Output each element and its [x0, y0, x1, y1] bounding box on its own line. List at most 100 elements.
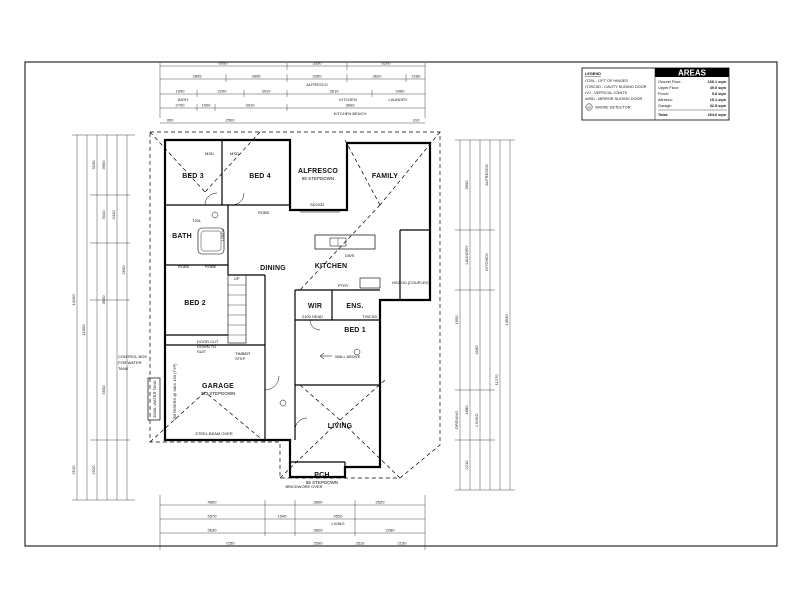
note-steel-beam: STEEL BEAM OVER [195, 431, 233, 436]
area-row-value-3: 15.1 sqm [710, 98, 727, 102]
smoke-detector-symbol: SD [587, 105, 592, 109]
room-dining: DINING [260, 265, 286, 272]
note-control-box-3: TANK [118, 366, 129, 371]
legend-item-1: •T29CSD - CAVITY SLIDING DOOR [585, 85, 647, 89]
dim-left-3950: 3950 [101, 160, 106, 170]
area-row-value-4: 32.5 sqm [710, 104, 727, 108]
dim-top-3910: 3910 [262, 89, 272, 94]
room-wir: WIR [308, 303, 322, 310]
room-kitchen: KITCHEN [315, 263, 348, 270]
area-row-label-0: Ground Floor: [658, 80, 681, 84]
roof-hip-lines [149, 131, 441, 479]
dim-bottom-4520: 4520 [334, 514, 344, 519]
dim-bottom-2510: 2510 [356, 541, 366, 546]
room-family: FAMILY [372, 173, 398, 180]
room-alfresco-note: 85 STEPDOWN [302, 176, 334, 181]
area-row-label-2: Porch: [658, 92, 669, 96]
dim-top-3350b: 3350 [313, 74, 323, 79]
left-dimensions: 14190 11950 3190 3010 2410 3950 2630 360… [71, 134, 135, 501]
dim-top-3910b: 3910 [246, 103, 256, 108]
right-dimensions: 14530 11270 4180 3600 1950 1880 2210 ALF… [454, 139, 515, 491]
dim-left-3010: 3010 [101, 210, 106, 220]
area-row-value-1: 49.5 sqm [710, 86, 727, 90]
smoke-detector-icon [585, 103, 593, 111]
room-garage-note: 343 STEPDOWN [201, 391, 236, 396]
areas-legend-box: AREAS Ground Floor: 166.1 sqm Upper Floo… [581, 67, 730, 121]
note-door-cut-2: DOWN TO [197, 344, 216, 349]
dim-top-3620: 3620 [373, 74, 383, 79]
dim-top-2895a: 2895 [193, 74, 203, 79]
legend-item-3: •MSD - MIRROR SLIDING DOOR [585, 97, 642, 101]
room-pch-note: 85 STEPDOWN [306, 480, 338, 485]
dim-top-950: 950 [167, 118, 174, 123]
legend-item-0: •T20L - LIFT OF HINGES [585, 79, 628, 83]
dim-top-6100: 6100 [382, 61, 392, 66]
note-steps: 356 RISERS @ MAX 150 (TYP) [172, 363, 177, 421]
room-bed2: BED 2 [184, 300, 206, 307]
note-2100-head: 2100 HEAD [302, 314, 323, 319]
dim-left-2920: 2920 [91, 465, 96, 475]
note-sd2032: SD2032 [310, 202, 325, 207]
bath-tub [197, 227, 225, 255]
room-living: LIVING [328, 423, 353, 430]
dim-top-2700: 2700 [176, 103, 186, 108]
areas-title: AREAS [678, 69, 707, 78]
dim-right-label-laundry: LAUNDRY [464, 245, 469, 264]
area-row-label-5: Total: [658, 113, 668, 117]
note-pantry: PTRY [338, 283, 349, 288]
legend-smoke-detector: SMOKE DETECTOR [595, 106, 631, 110]
stairs [227, 274, 247, 344]
dim-right-11270: 11270 [494, 374, 499, 386]
note-control-box-2: FOR WATER [118, 360, 142, 365]
dim-right-14530: 14530 [504, 314, 509, 326]
note-msd-bed3: MSD [205, 151, 214, 156]
dim-right-2210: 2210 [464, 460, 469, 470]
dim-top-label-laundry: LAUNDRY [388, 97, 407, 102]
note-door-cut-1: DOOR CUT [197, 339, 219, 344]
room-pch: PCH [314, 472, 329, 479]
dim-left-2510: 2510 [71, 465, 76, 475]
dim-bottom-2520: 2520 [376, 500, 386, 505]
area-row-value-5: 264.6 sqm [708, 113, 727, 117]
dim-bottom-3600: 3600 [314, 500, 324, 505]
dim-top-3350: 3350 [313, 61, 323, 66]
area-row-label-1: Upper Floor: [658, 86, 679, 90]
note-timber-step-2: STEP [235, 356, 246, 361]
dim-top-label-kitchen: KITCHEN [339, 97, 357, 102]
note-robe-bath: ROBE [178, 264, 190, 269]
room-ens: ENS. [346, 303, 363, 310]
dim-right-label-kitchen: KITCHEN [484, 253, 489, 271]
note-t29csd: T29CSD [362, 314, 377, 319]
note-hs2010: HS2010 (COUPLED) [392, 280, 430, 285]
dim-right-label-opening: OPENING [454, 411, 459, 429]
internal-walls [165, 140, 430, 477]
dim-bottom-7250: 7250 [226, 541, 236, 546]
area-row-label-4: Garage: [658, 104, 672, 108]
dim-bottom-4800: 4800 [208, 500, 218, 505]
note-t20l: T20L [192, 218, 202, 223]
area-row-label-3: Alfresco: [658, 98, 673, 102]
dim-right-1880: 1880 [464, 405, 469, 415]
dim-left-11950: 11950 [81, 324, 86, 336]
dim-bottom-1540: 1540 [278, 514, 288, 519]
arrow-left-icon [319, 352, 332, 360]
sheet-border [24, 61, 778, 547]
note-linen: LINEN [220, 229, 225, 241]
dim-right-label-alfresco: ALFRESCO [484, 164, 489, 186]
dim-top-3690: 3690 [346, 103, 356, 108]
dim-bottom-5570: 5570 [208, 514, 218, 519]
dim-left-3600: 3600 [101, 295, 106, 305]
note-up: UP [234, 276, 240, 281]
room-bath: BATH [172, 233, 192, 240]
note-robe-bed4: ROBE [258, 210, 270, 215]
smoke-detectors [211, 211, 361, 407]
dim-right-3600: 3600 [464, 180, 469, 190]
dim-top-3610: 3610 [330, 89, 340, 94]
dim-top-label-kitchen-bench: KITCHEN BENCH [334, 111, 367, 116]
water-tank-label: 3000L WATER TANK [152, 380, 157, 418]
room-alfresco: ALFRESCO [298, 168, 338, 175]
dim-right-1950: 1950 [454, 315, 459, 325]
legend-title: LEGEND [585, 72, 601, 76]
dim-left-5500: 5500 [101, 385, 106, 395]
